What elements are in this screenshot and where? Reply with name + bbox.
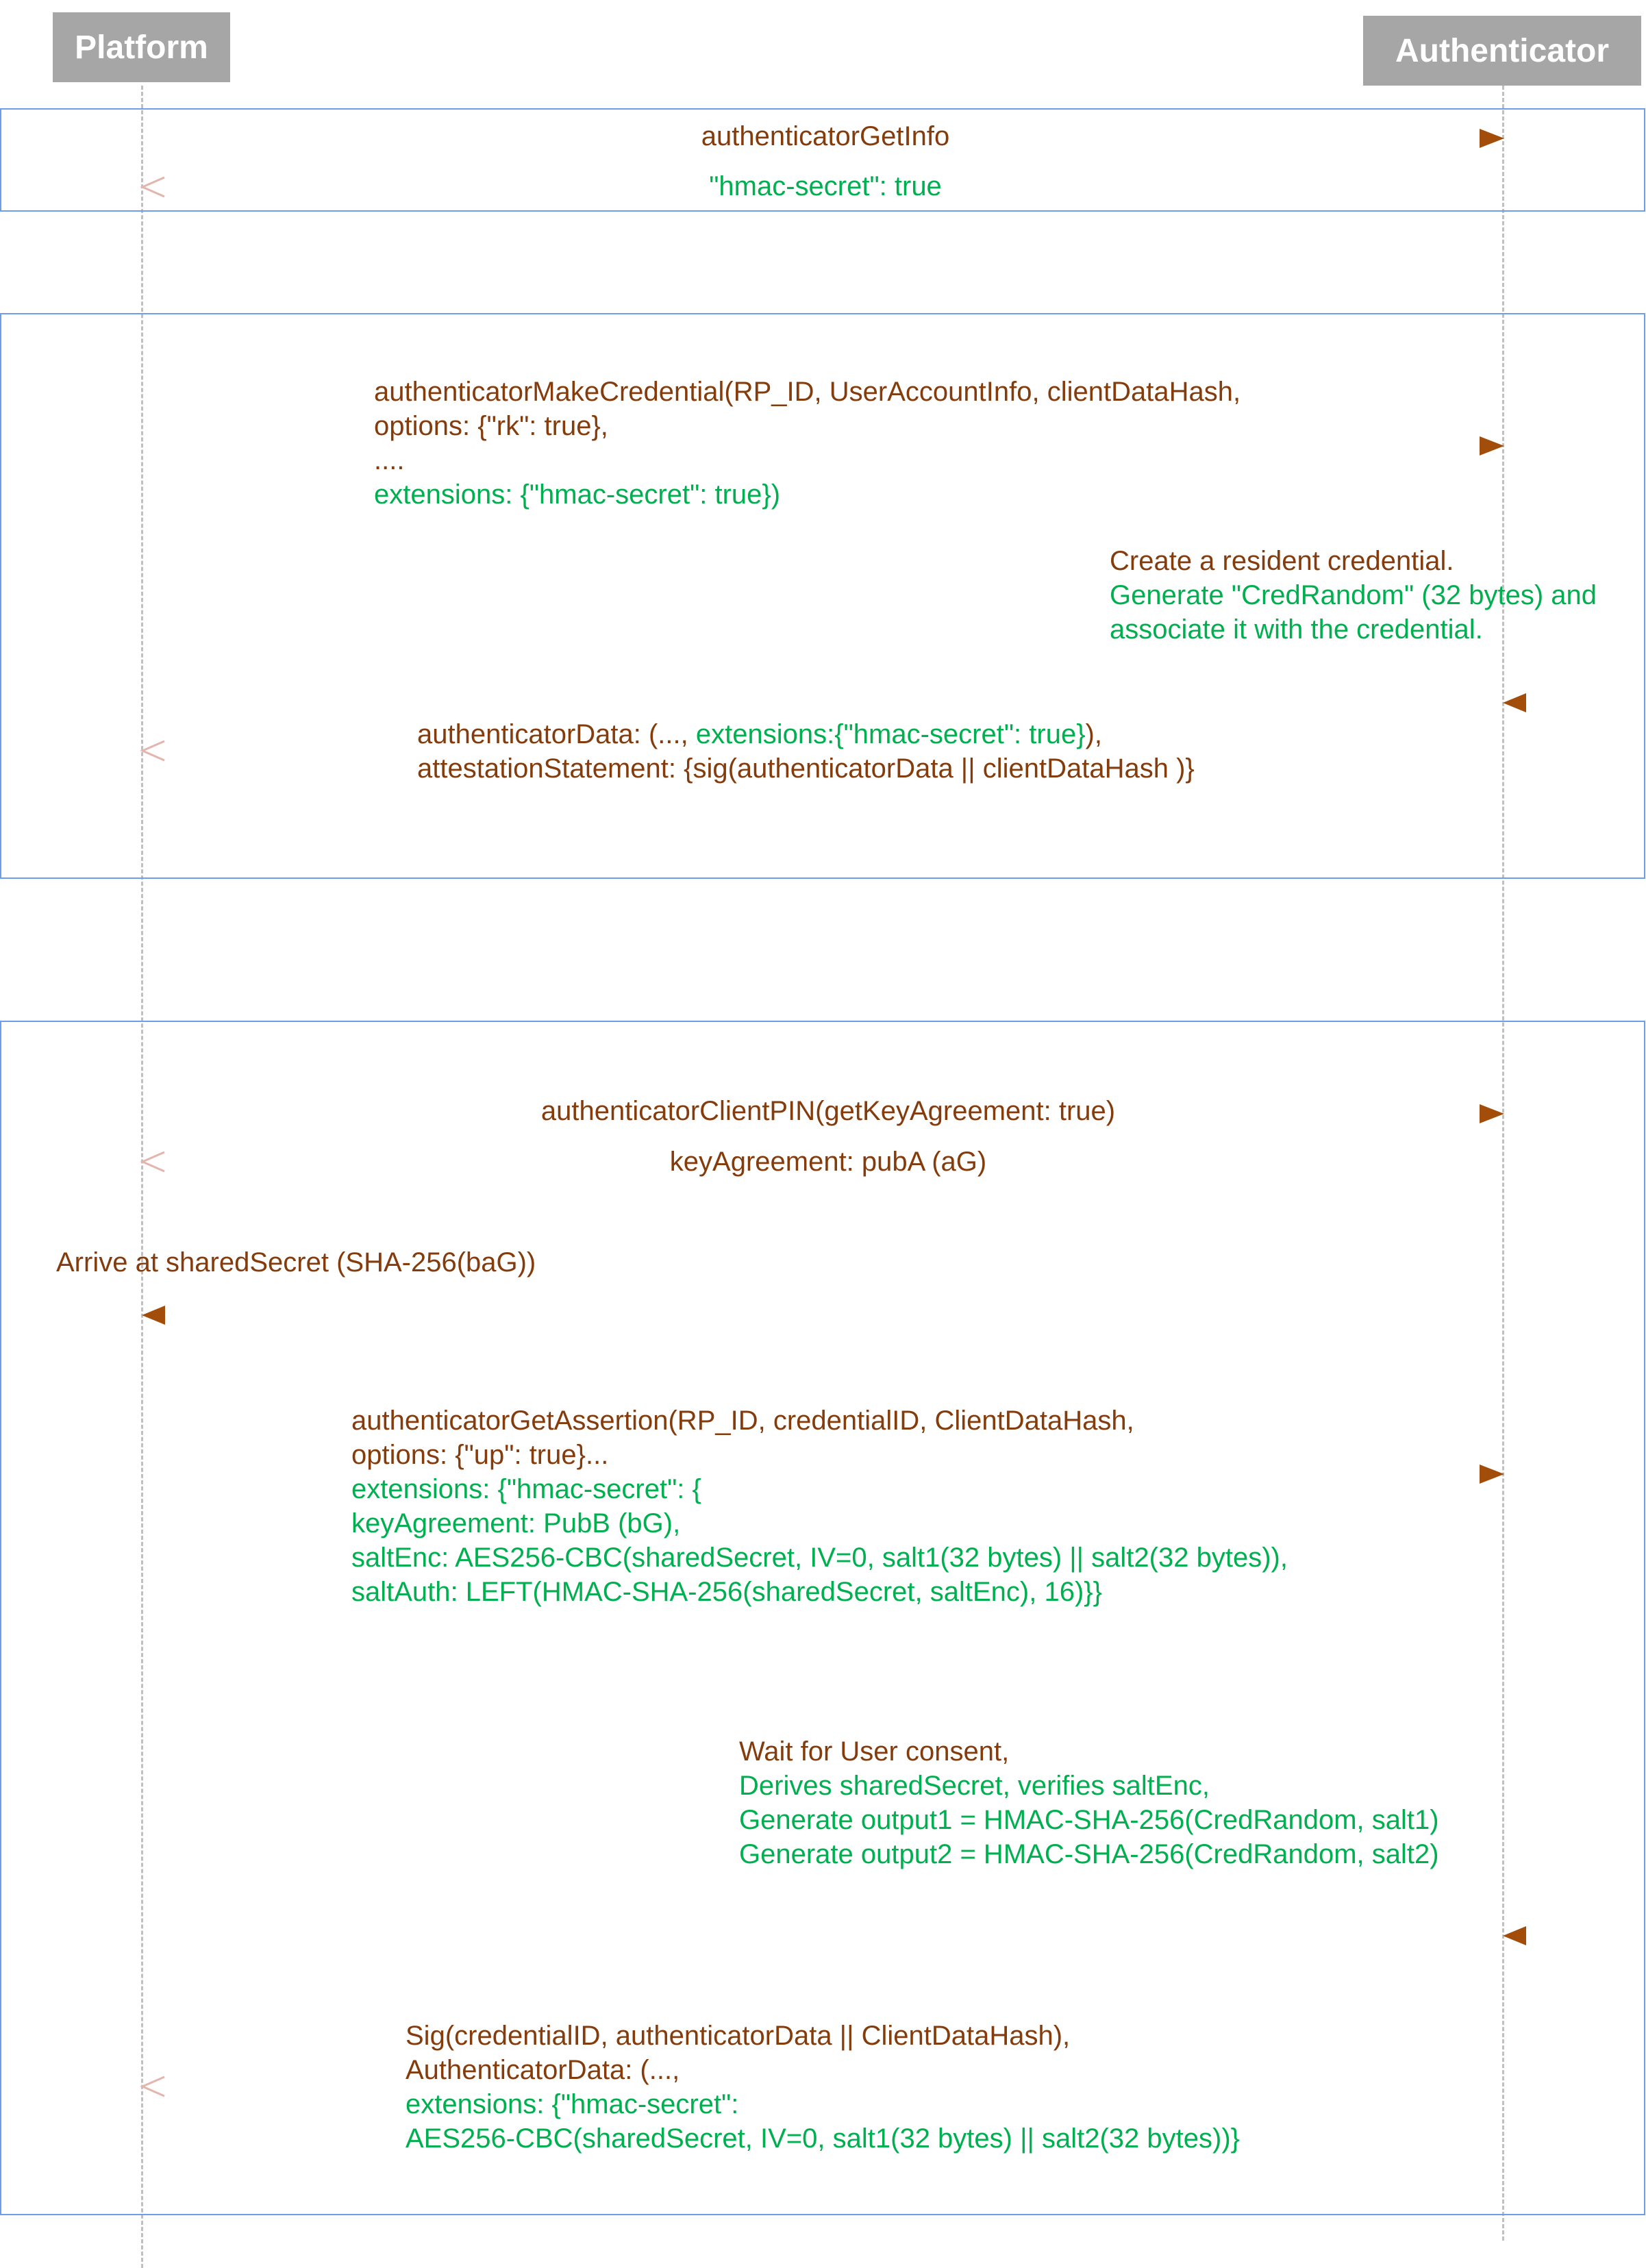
make-credential-response-line: authenticatorData: (..., extensions:{"hm…: [417, 717, 1102, 751]
get-info-request-label: authenticatorGetInfo: [701, 121, 950, 151]
get-assertion-response-extension: extensions: {"hmac-secret":: [406, 2089, 739, 2119]
actor-authenticator: Authenticator: [1363, 16, 1641, 86]
shared-secret-note: Arrive at sharedSecret (SHA-256(baG)): [56, 1247, 536, 1278]
client-pin-request-arrow: [1480, 1104, 1504, 1123]
get-assertion-frame: [0, 1021, 1645, 2215]
get-assertion-request-extension: saltEnc: AES256-CBC(sharedSecret, IV=0, …: [351, 1543, 1288, 1573]
make-credential-note-line: Create a resident credential.: [1110, 546, 1454, 576]
make-credential-note-line: associate it with the credential.: [1110, 614, 1483, 645]
make-credential-request-line: authenticatorMakeCredential(RP_ID, UserA…: [374, 377, 1241, 407]
response-extension: extensions:{"hmac-secret": true}: [695, 719, 1086, 749]
get-assertion-response-arrow: [140, 2076, 165, 2097]
get-info-response-label: "hmac-secret": true: [709, 171, 942, 201]
make-credential-response-arrow: [140, 740, 165, 762]
get-assertion-note-line: Derives sharedSecret, verifies saltEnc,: [739, 1771, 1210, 1801]
get-assertion-request-line: options: {"up": true}...: [351, 1440, 609, 1470]
get-info-frame: [0, 108, 1645, 212]
client-pin-response-label: keyAgreement: pubA (aG): [669, 1147, 987, 1177]
make-credential-self-arrow: [1503, 693, 1526, 712]
make-credential-request-arrow: [1480, 436, 1504, 456]
actor-platform: Platform: [53, 12, 230, 82]
get-assertion-request-extension: keyAgreement: PubB (bG),: [351, 1508, 681, 1538]
make-credential-request-line: ....: [374, 445, 405, 475]
get-assertion-response-line: Sig(credentialID, authenticatorData || C…: [406, 2021, 1071, 2051]
get-assertion-request-extension: extensions: {"hmac-secret": {: [351, 1474, 701, 1504]
make-credential-request-line: options: {"rk": true},: [374, 411, 608, 441]
make-credential-request-extension: extensions: {"hmac-secret": true}): [374, 479, 781, 510]
make-credential-note-line: Generate "CredRandom" (32 bytes) and: [1110, 580, 1597, 610]
get-assertion-request-line: authenticatorGetAssertion(RP_ID, credent…: [351, 1406, 1134, 1436]
get-assertion-response-extension: AES256-CBC(sharedSecret, IV=0, salt1(32 …: [406, 2123, 1240, 2154]
get-info-response-arrow: [140, 176, 165, 198]
response-prefix: authenticatorData: (...,: [417, 719, 696, 749]
response-suffix: ),: [1085, 719, 1102, 749]
client-pin-request-label: authenticatorClientPIN(getKeyAgreement: …: [540, 1096, 1116, 1126]
get-info-request-arrow: [1480, 129, 1504, 148]
shared-secret-self-arrow: [142, 1306, 165, 1325]
get-assertion-response-line: AuthenticatorData: (...,: [406, 2055, 680, 2085]
make-credential-response-line: attestationStatement: {sig(authenticator…: [417, 753, 1195, 784]
get-assertion-note-line: Generate output1 = HMAC-SHA-256(CredRand…: [739, 1805, 1439, 1835]
client-pin-response-arrow: [140, 1151, 165, 1173]
get-assertion-note-line: Generate output2 = HMAC-SHA-256(CredRand…: [739, 1839, 1439, 1869]
get-assertion-self-arrow: [1503, 1926, 1526, 1945]
make-credential-frame: [0, 313, 1645, 879]
get-assertion-request-arrow: [1480, 1465, 1504, 1484]
authenticator-lifeline: [1502, 86, 1504, 2241]
get-assertion-request-extension: saltAuth: LEFT(HMAC-SHA-256(sharedSecret…: [351, 1577, 1102, 1607]
platform-lifeline: [141, 86, 143, 2268]
get-assertion-note-line: Wait for User consent,: [739, 1736, 1010, 1767]
